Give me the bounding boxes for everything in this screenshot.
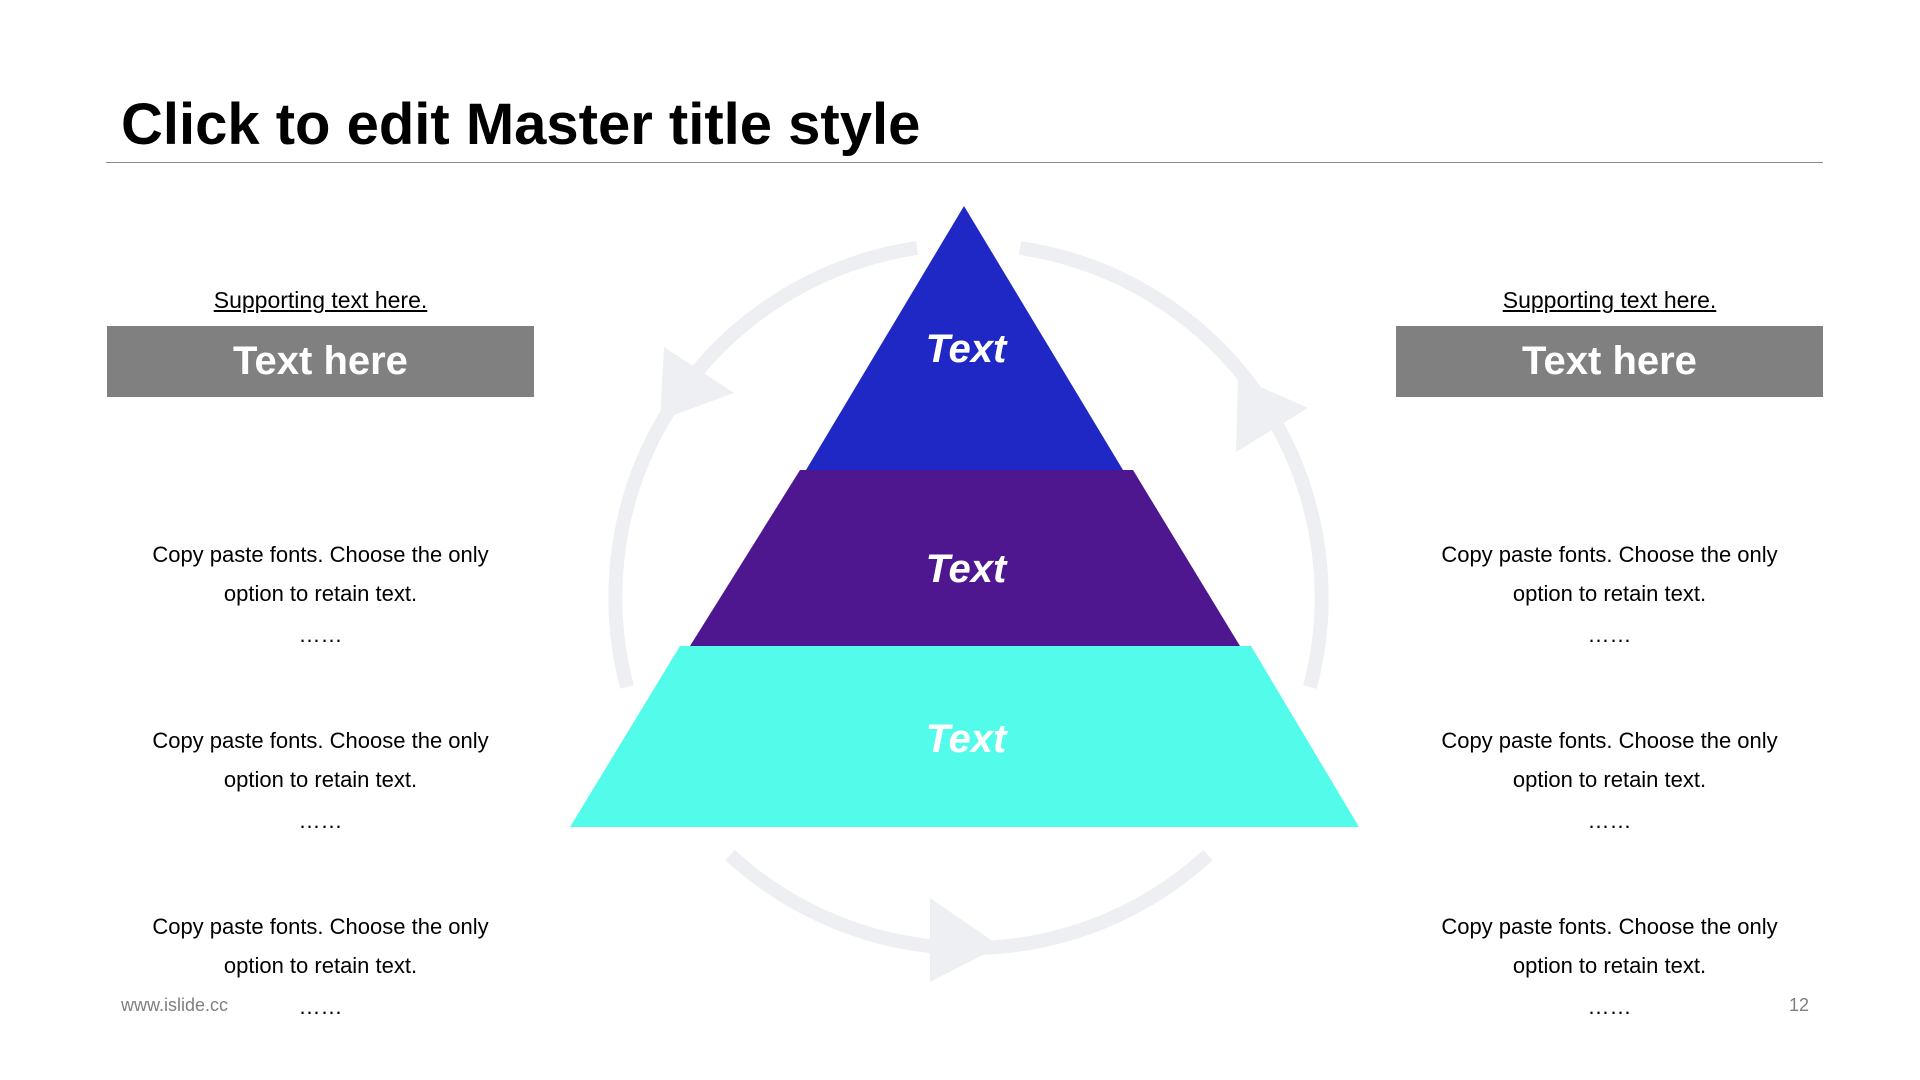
paragraph-ellipsis: …… — [298, 622, 343, 647]
cycle-arrows — [608, 241, 1329, 982]
paragraph-line: option to retain text. — [1512, 767, 1707, 792]
paragraph-line: Copy paste fonts. Choose the only — [152, 728, 489, 753]
pyramid: Text Text Text — [570, 206, 1359, 827]
pyramid-level-middle-label: Text — [926, 547, 1008, 591]
paragraph-line: Copy paste fonts. Choose the only — [1441, 728, 1778, 753]
paragraph-line: option to retain text. — [1512, 581, 1707, 606]
paragraph-line: option to retain text. — [223, 767, 418, 792]
paragraph-line: Copy paste fonts. Choose the only — [152, 914, 489, 939]
cycle-arrowhead-right — [1236, 377, 1308, 452]
paragraph-ellipsis: …… — [1587, 994, 1632, 1019]
left-paragraph-3[interactable]: Copy paste fonts. Choose the only option… — [107, 907, 534, 1029]
paragraph-ellipsis: …… — [1587, 808, 1632, 833]
left-header-box[interactable]: Text here — [107, 326, 534, 397]
pyramid-level-middle[interactable] — [690, 470, 1240, 646]
paragraph-line: option to retain text. — [223, 581, 418, 606]
right-paragraph-1[interactable]: Copy paste fonts. Choose the only option… — [1396, 535, 1823, 657]
cycle-arrowhead-left — [660, 347, 734, 420]
pyramid-level-bottom-label: Text — [926, 717, 1008, 761]
right-header-box[interactable]: Text here — [1396, 326, 1823, 397]
left-paragraph-1[interactable]: Copy paste fonts. Choose the only option… — [107, 535, 534, 657]
title-divider — [106, 162, 1823, 163]
left-column: Supporting text here. Text here Copy pas… — [107, 280, 534, 1019]
left-paragraph-2[interactable]: Copy paste fonts. Choose the only option… — [107, 721, 534, 843]
paragraph-line: Copy paste fonts. Choose the only — [1441, 914, 1778, 939]
left-supporting-text[interactable]: Supporting text here. — [213, 287, 428, 313]
paragraph-line: Copy paste fonts. Choose the only — [152, 542, 489, 567]
pyramid-level-top[interactable] — [806, 206, 1123, 470]
right-column: Supporting text here. Text here Copy pas… — [1396, 280, 1823, 1019]
right-supporting-text[interactable]: Supporting text here. — [1502, 287, 1717, 313]
paragraph-ellipsis: …… — [298, 994, 343, 1019]
page-number: 12 — [1788, 995, 1809, 1015]
slide-title[interactable]: Click to edit Master title style — [121, 92, 921, 157]
pyramid-level-top-label: Text — [926, 327, 1008, 371]
paragraph-line: option to retain text. — [1512, 953, 1707, 978]
paragraph-line: Copy paste fonts. Choose the only — [1441, 542, 1778, 567]
cycle-arrowhead-bottom — [930, 898, 1000, 982]
footer-url[interactable]: www.islide.cc — [121, 995, 229, 1015]
paragraph-line: option to retain text. — [223, 953, 418, 978]
paragraph-ellipsis: …… — [298, 808, 343, 833]
right-paragraph-3[interactable]: Copy paste fonts. Choose the only option… — [1396, 907, 1823, 1029]
right-paragraph-2[interactable]: Copy paste fonts. Choose the only option… — [1396, 721, 1823, 843]
paragraph-ellipsis: …… — [1587, 622, 1632, 647]
pyramid-level-bottom[interactable] — [570, 646, 1359, 827]
